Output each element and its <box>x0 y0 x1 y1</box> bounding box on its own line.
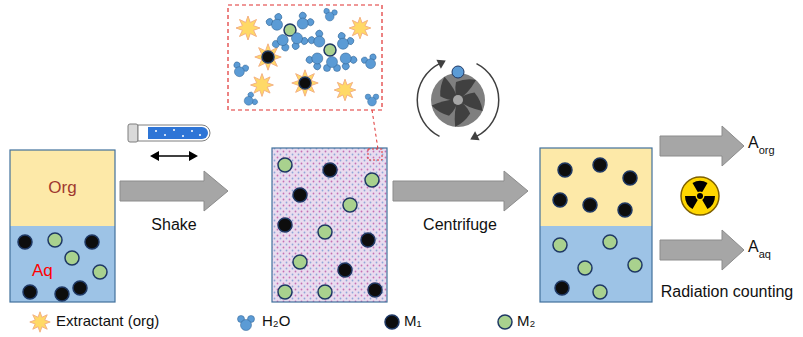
step-label: Shake <box>151 216 196 234</box>
phase-label: Aq <box>32 262 53 281</box>
step-label: Centrifuge <box>423 216 497 234</box>
activity-label: A <box>748 134 759 152</box>
legend-swatch <box>498 315 512 329</box>
step-label: Radiation counting <box>661 283 794 301</box>
activity-label: org <box>759 144 775 156</box>
legend-text: H₂O <box>262 313 290 330</box>
phase-label: Org <box>48 179 76 198</box>
legend-swatch <box>385 315 399 329</box>
legend-text: Extractant (org) <box>56 313 159 330</box>
activity-label: aq <box>759 248 771 260</box>
liquid-phase: Org <box>10 150 115 226</box>
legend-text: M₂ <box>517 313 535 330</box>
liquid-phase: Aq <box>10 226 115 302</box>
legend-text: M₁ <box>404 313 422 330</box>
activity-label: A <box>748 238 759 256</box>
